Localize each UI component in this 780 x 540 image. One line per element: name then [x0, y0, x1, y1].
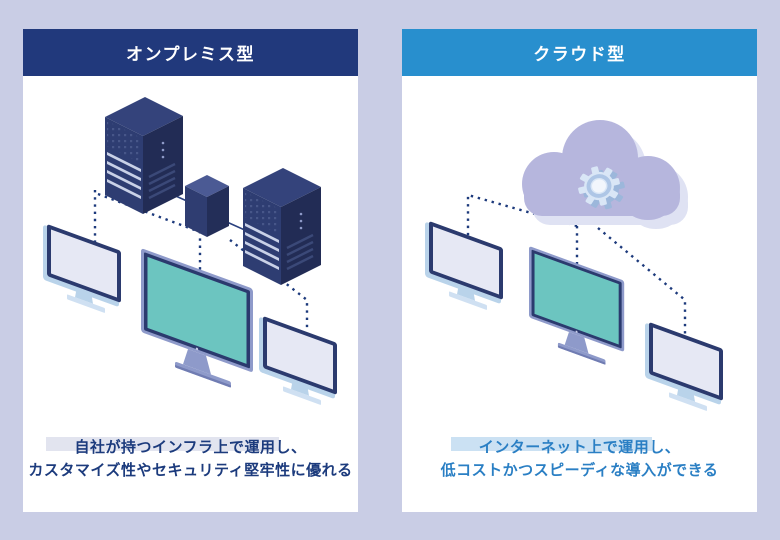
network-hub-icon — [185, 175, 229, 237]
onpremise-illustration — [43, 95, 337, 411]
highlight-bar — [46, 437, 279, 451]
gear-icon — [578, 166, 625, 210]
onpremise-body: 自社が持つインフラ上で運用し、 カスタマイズ性やセキュリティ堅牢性に優れる — [23, 76, 358, 512]
monitor-icon — [259, 314, 337, 411]
cloud-icon — [522, 120, 688, 229]
monitor-icon — [43, 222, 121, 319]
server-tower-icon — [103, 95, 185, 216]
panel-onpremise: オンプレミス型 — [23, 29, 358, 512]
cloud-caption-line1: インターネット上で運用し、 — [478, 439, 681, 456]
onpremise-caption-line2: カスタマイズ性やセキュリティ堅牢性に優れる — [28, 462, 353, 479]
highlight-bar — [450, 437, 653, 451]
cloud-caption: インターネット上で運用し、 低コストかつスピーディな導入ができる — [402, 436, 757, 482]
cloud-body: インターネット上で運用し、 低コストかつスピーディな導入ができる — [402, 76, 757, 512]
onpremise-title: オンプレミス型 — [126, 45, 255, 64]
cloud-caption-line2: 低コストかつスピーディな導入ができる — [440, 462, 719, 479]
monitor-icon — [529, 246, 625, 372]
onpremise-caption: 自社が持つインフラ上で運用し、 カスタマイズ性やセキュリティ堅牢性に優れる — [23, 436, 358, 482]
monitor-icon — [425, 219, 503, 316]
onpremise-caption-line1: 自社が持つインフラ上で運用し、 — [74, 439, 307, 456]
monitor-icon — [645, 320, 723, 417]
cloud-illustration — [425, 120, 723, 417]
panel-cloud: クラウド型 — [402, 29, 757, 512]
onpremise-header: オンプレミス型 — [23, 29, 358, 76]
cloud-header: クラウド型 — [402, 29, 757, 76]
cloud-title: クラウド型 — [533, 45, 626, 64]
server-tower-icon — [241, 166, 323, 287]
monitor-icon — [141, 248, 253, 396]
